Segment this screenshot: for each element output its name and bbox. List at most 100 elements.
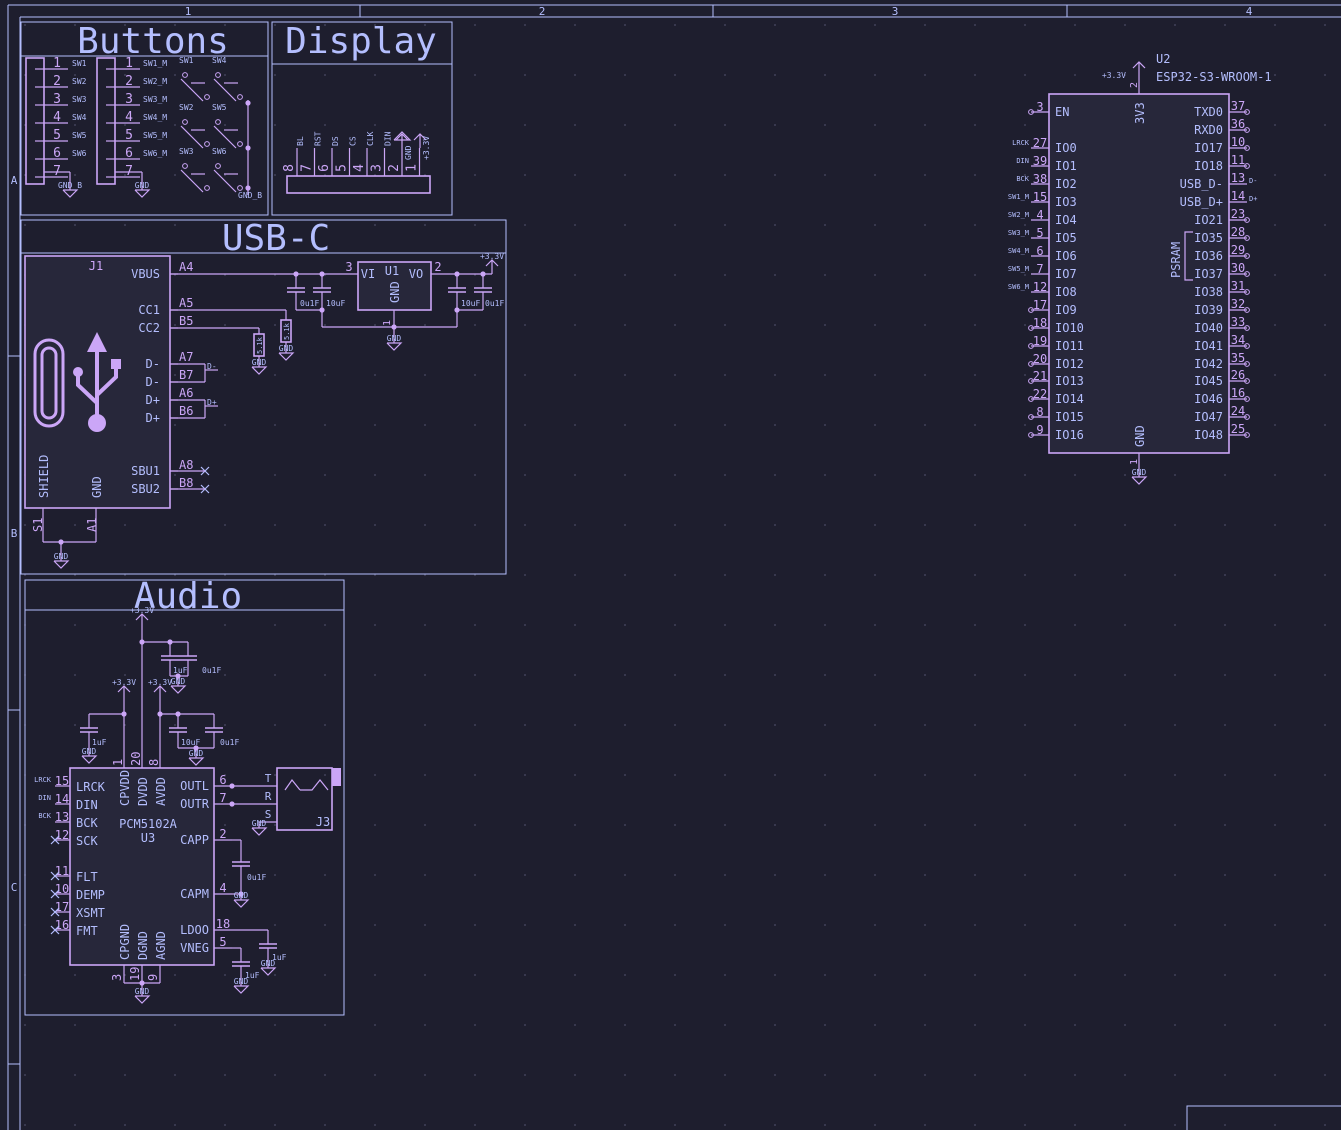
power-arrow	[485, 259, 499, 267]
pcm5102a-chip[interactable]	[69, 767, 215, 966]
unconnected-pin	[1244, 163, 1250, 169]
psram-bracket	[1184, 231, 1193, 281]
usb-pin-name: SBU1	[131, 464, 160, 478]
regulator-pin-name: VO	[409, 267, 423, 281]
usb-pad-number: B5	[179, 314, 193, 328]
esp32-pin-number: 6	[1036, 244, 1043, 258]
usb-shield-label: SHIELD	[37, 455, 51, 498]
capacitor-value: 0u1F	[220, 738, 239, 747]
ground-symbol	[134, 189, 151, 198]
pin-number: 6	[125, 146, 133, 161]
pcm-pin-name: OUTL	[180, 779, 209, 793]
row-label: B	[11, 527, 18, 540]
net-label: SW6_M	[143, 149, 167, 158]
psram-label: PSRAM	[1169, 242, 1183, 278]
net-label: SW1	[72, 59, 87, 68]
net-label: SW5	[72, 131, 87, 140]
pin-number: 2	[387, 164, 402, 172]
esp32-pin-name: EN	[1055, 105, 1069, 119]
display-connector[interactable]	[286, 175, 431, 194]
col-label: 2	[539, 5, 546, 18]
button-connector-2[interactable]	[96, 57, 116, 185]
switch-contact	[215, 72, 221, 78]
switch-label: SW1	[179, 56, 194, 65]
switch-contact	[237, 141, 243, 147]
switch-contact	[182, 119, 188, 125]
usb-logo-icon	[33, 332, 121, 432]
net-label: LRCK	[34, 776, 52, 784]
esp32-pin-name: IO8	[1055, 285, 1077, 299]
esp32-pin-number: 24	[1231, 404, 1245, 418]
ground-symbol	[134, 995, 151, 1004]
esp32-pin-number: 20	[1033, 352, 1047, 366]
ground-symbol	[251, 827, 268, 836]
esp32-pin-name: IO15	[1055, 410, 1084, 424]
usb-pin-name: CC2	[138, 321, 160, 335]
unconnected-pin	[1244, 325, 1250, 331]
ground-label: GND	[189, 749, 204, 758]
switch-contact	[204, 94, 210, 100]
pcm-pin-number: 2	[219, 827, 226, 841]
unconnected-pin	[1244, 378, 1250, 384]
pcm-pin-number: 7	[219, 791, 226, 805]
esp32-pin-name: IO4	[1055, 213, 1077, 227]
pcm-pin-number: 1	[111, 759, 125, 766]
switch-contact	[182, 72, 188, 78]
net-label: SW5_M	[1008, 265, 1029, 273]
esp32-pin-number: 36	[1231, 117, 1245, 131]
pcm-pin-number: 20	[129, 752, 143, 766]
pin-number: 7	[300, 164, 315, 172]
switch-lever	[213, 125, 237, 149]
net-label: DIN	[384, 131, 393, 146]
switch-contact	[204, 185, 210, 191]
ground-label: GND	[252, 819, 267, 828]
esp32-pin-name: IO17	[1194, 141, 1223, 155]
power-arrow	[395, 133, 409, 141]
esp32-pin-number: 19	[1033, 334, 1047, 348]
ground-label: GND_B	[238, 191, 262, 200]
esp32-pin-name: IO47	[1194, 410, 1223, 424]
usb-pin-name: SBU2	[131, 482, 160, 496]
button-connector-1[interactable]	[25, 57, 45, 185]
power-arrow	[135, 613, 149, 621]
pcm-pin-name: CAPP	[180, 833, 209, 847]
esp32-module[interactable]: U2 ESP32-S3-WROOM-1 EN3IO027LRCKIO139DIN…	[1008, 52, 1272, 485]
usb-pin-name: D+	[146, 393, 160, 407]
pcm-part: PCM5102A	[119, 817, 178, 831]
unconnected-pin	[1244, 361, 1250, 367]
esp32-pin-number: 30	[1231, 261, 1245, 275]
net-label: SW2	[72, 77, 87, 86]
esp32-pin-number: 32	[1231, 297, 1245, 311]
power-arrow	[1132, 61, 1146, 69]
esp32-pin-number: 10	[1231, 135, 1245, 149]
pcm-pin-number: 12	[55, 828, 69, 842]
unconnected-pin	[1244, 217, 1250, 223]
esp32-part: ESP32-S3-WROOM-1	[1156, 70, 1272, 84]
net-label: RST	[314, 131, 323, 146]
usb-gnd-label: GND	[90, 476, 104, 498]
net-label: BCK	[38, 812, 51, 820]
usb-pad-number: A8	[179, 458, 193, 472]
usb-pin-name: D+	[146, 411, 160, 425]
pcm-pin-number: 14	[55, 792, 69, 806]
audio-jack-j3[interactable]	[276, 767, 333, 831]
resistor-value: 5.1k	[256, 336, 264, 354]
usb-pin-name: D-	[146, 375, 160, 389]
audio-section[interactable]: Audio PCM5102A U3 LRCK15LRCKDIN14DINBCK1…	[24, 576, 345, 1016]
unconnected-pin	[1028, 343, 1034, 349]
jack-ring: R	[265, 790, 272, 803]
net-label: BL	[296, 136, 305, 146]
voltage-regulator-u1[interactable]	[357, 261, 432, 311]
pcm-pin-name: LRCK	[76, 780, 106, 794]
esp32-pin-name: IO11	[1055, 339, 1084, 353]
pin-number: 6	[317, 164, 332, 172]
esp32-pin-name: GND	[1133, 425, 1147, 447]
switch-lever	[180, 78, 204, 102]
pcm-pin-name: CPGND	[118, 924, 132, 960]
